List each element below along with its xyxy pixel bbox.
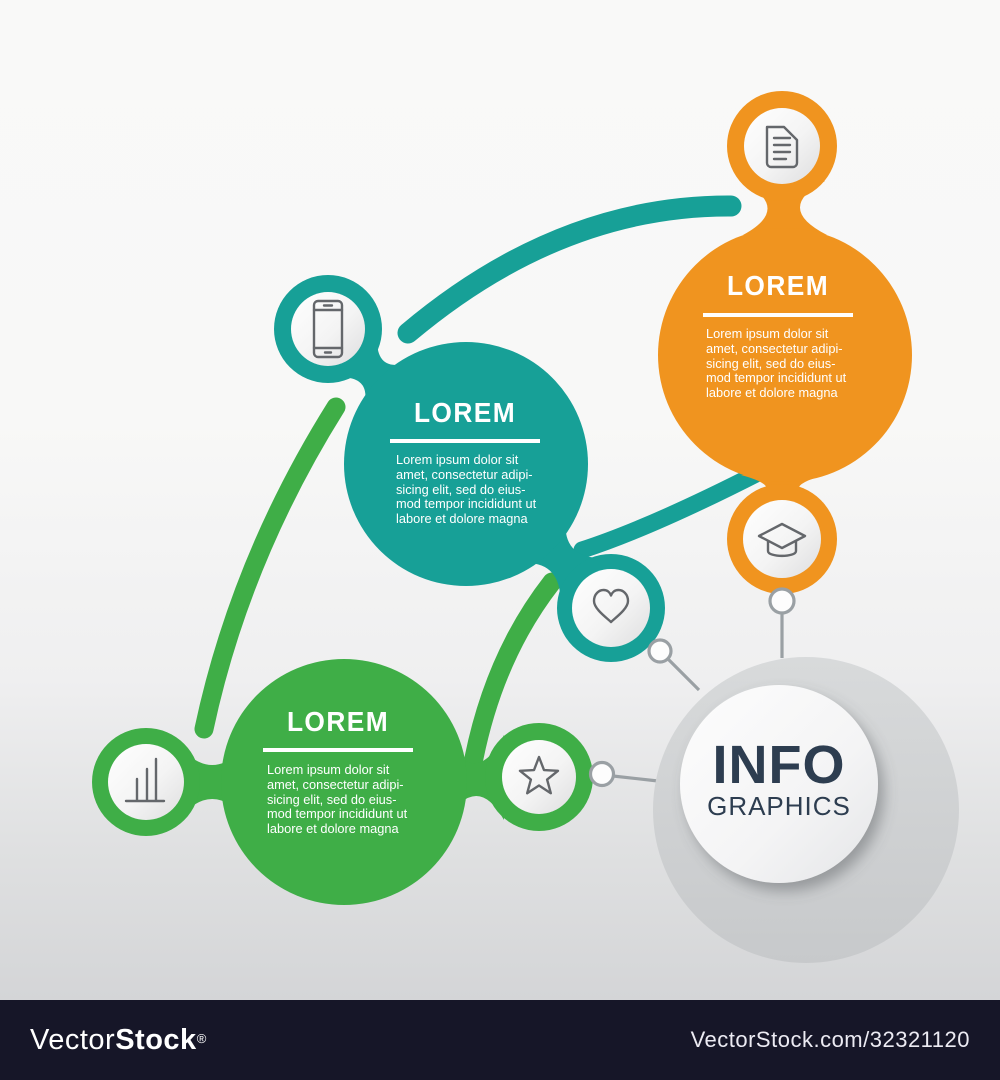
icon-nodes bbox=[92, 91, 837, 836]
body-line: Lorem ipsum dolor sit bbox=[396, 452, 519, 467]
body-line: amet, consectetur adipi- bbox=[706, 340, 843, 356]
badge-subtitle: GRAPHICS bbox=[707, 791, 851, 821]
watermark-url: VectorStock.com/32321120 bbox=[690, 1027, 970, 1052]
body-line: mod tempor incididunt ut bbox=[267, 806, 408, 822]
document-icon bbox=[765, 125, 799, 169]
body-line: labore et dolore magna bbox=[706, 385, 838, 401]
logo-bold-part: Stock bbox=[115, 1023, 197, 1056]
heart-node-disc bbox=[572, 569, 650, 647]
star-node-disc bbox=[502, 740, 576, 814]
orange-section-body: Lorem ipsum dolor sit amet, consectetur … bbox=[706, 326, 888, 401]
logo-light-part: Vector bbox=[30, 1023, 116, 1056]
badge-connectors bbox=[612, 613, 784, 783]
connector-sockets bbox=[588, 587, 796, 788]
teal-section-circle bbox=[344, 342, 588, 586]
teal-title-divider bbox=[390, 439, 540, 443]
body-line: mod tempor incididunt ut bbox=[396, 496, 537, 512]
badge-text: INFO GRAPHICS bbox=[679, 738, 879, 820]
heart-icon bbox=[592, 588, 630, 624]
green-arc-short bbox=[464, 572, 562, 768]
connector-line-heart bbox=[662, 653, 701, 692]
neck-teal-bottom bbox=[505, 502, 624, 621]
star-icon bbox=[518, 755, 560, 795]
badge-inner-circle bbox=[680, 685, 878, 883]
graduation-cap-node-disc bbox=[743, 500, 821, 578]
socket-ring-star bbox=[588, 760, 616, 788]
body-line: labore et dolore magna bbox=[267, 821, 399, 837]
watermark-bar: VectorStock® VectorStock.com/32321120 bbox=[0, 1000, 1000, 1080]
socket-ring-cap bbox=[768, 587, 796, 615]
orange-title-divider bbox=[703, 313, 853, 317]
infographic-figure bbox=[92, 91, 959, 963]
body-line: mod tempor incididunt ut bbox=[706, 370, 847, 386]
body-line: labore et dolore magna bbox=[396, 511, 528, 527]
smartphone-node-disc bbox=[291, 292, 365, 366]
teal-arc-short bbox=[573, 464, 767, 559]
orange-section-title: LOREM bbox=[726, 270, 830, 301]
vectorstock-logo: VectorStock® bbox=[30, 1024, 207, 1057]
green-section-circle bbox=[221, 659, 467, 905]
teal-section-body: Lorem ipsum dolor sit amet, consectetur … bbox=[396, 452, 578, 527]
green-section-title: LOREM bbox=[286, 706, 390, 737]
body-line: amet, consectetur adipi- bbox=[396, 466, 533, 482]
body-line: amet, consectetur adipi- bbox=[267, 776, 404, 792]
body-line: Lorem ipsum dolor sit bbox=[267, 762, 390, 777]
smartphone-icon bbox=[312, 299, 344, 359]
teal-arc-long bbox=[397, 195, 742, 344]
green-arc-long bbox=[194, 397, 346, 739]
body-line: Lorem ipsum dolor sit bbox=[706, 326, 829, 341]
registered-mark: ® bbox=[196, 1030, 207, 1046]
body-line: sicing elit, sed do eius- bbox=[706, 355, 836, 371]
green-section-body: Lorem ipsum dolor sit amet, consectetur … bbox=[267, 762, 449, 837]
green-title-divider bbox=[263, 748, 413, 752]
socket-ring-heart bbox=[647, 638, 673, 664]
body-line: sicing elit, sed do eius- bbox=[396, 481, 526, 497]
badge-title: INFO bbox=[712, 735, 846, 795]
teal-section-title: LOREM bbox=[413, 397, 517, 428]
connector-arcs bbox=[194, 195, 767, 768]
neck-teal-top bbox=[316, 316, 426, 427]
connector-line-star bbox=[612, 774, 659, 783]
bar-chart-icon bbox=[124, 757, 166, 803]
graduation-cap-icon bbox=[757, 522, 807, 558]
central-badge bbox=[653, 657, 959, 963]
orange-section-circle bbox=[658, 228, 912, 482]
body-line: sicing elit, sed do eius- bbox=[267, 791, 397, 807]
